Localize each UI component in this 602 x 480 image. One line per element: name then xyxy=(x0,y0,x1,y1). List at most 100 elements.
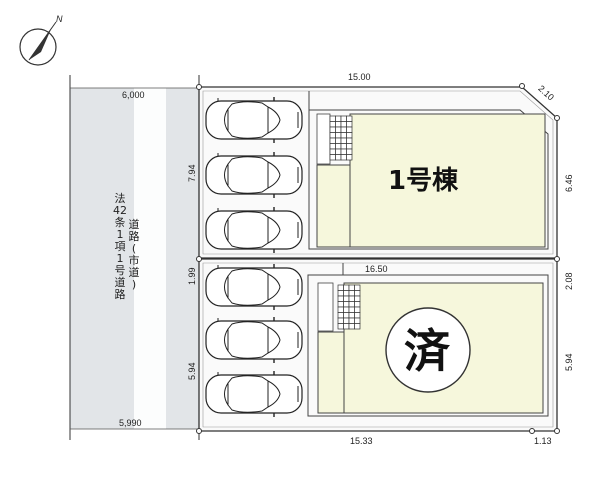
road-label-char: 路 xyxy=(129,230,140,243)
road-label-char: ) xyxy=(132,278,136,291)
car-windshield xyxy=(267,161,281,189)
stair-cell xyxy=(343,295,350,302)
north-arrow: N xyxy=(19,14,63,66)
stair-cell xyxy=(337,306,344,313)
lot-2-left-upper: 1.99 xyxy=(187,267,197,285)
road-label-char: 項 xyxy=(115,240,126,253)
car-roof xyxy=(227,211,269,249)
north-label: N xyxy=(56,14,63,24)
car-rear-window xyxy=(224,163,229,187)
car-rear-window xyxy=(224,328,229,352)
stair-cell xyxy=(346,132,353,139)
stair-cell xyxy=(354,301,361,308)
lot-2-corner-marker xyxy=(554,256,560,262)
stair-cell xyxy=(354,323,361,330)
stair-cell xyxy=(340,132,347,139)
stair-cell xyxy=(340,143,347,150)
road-width-top: 6,000 xyxy=(122,90,145,100)
north-arrow-shaft xyxy=(28,21,57,61)
car-rear-window xyxy=(224,275,229,299)
stair-cell xyxy=(346,143,353,150)
stair-cell xyxy=(346,115,353,122)
stair-cell xyxy=(335,137,342,144)
car-icon xyxy=(205,152,303,198)
stair-cell xyxy=(343,284,350,291)
lot-2-left-lower: 5.94 xyxy=(187,362,197,380)
lot-1-top-width: 15.00 xyxy=(348,72,371,82)
stair-cell xyxy=(340,115,347,122)
stair-cell xyxy=(354,295,361,302)
lot-1-porch xyxy=(316,113,331,165)
stair-cell xyxy=(335,126,342,133)
car-icon xyxy=(205,371,303,417)
stair-cell xyxy=(340,148,347,155)
stair-cell xyxy=(346,148,353,155)
stair-cell xyxy=(343,290,350,297)
lot-2-bottom-right: 1.13 xyxy=(534,436,552,446)
car-roof xyxy=(227,268,269,306)
lot-2-corner-marker xyxy=(196,256,202,262)
road-label-char: 1 xyxy=(117,228,124,241)
road-label-char: 市 xyxy=(129,253,140,267)
lot-1-inner-line xyxy=(202,90,554,255)
lot-2-corner-marker xyxy=(554,428,560,434)
lot-1-left-depth: 7.94 xyxy=(187,164,197,182)
lot-2-right-upper: 2.08 xyxy=(564,272,574,290)
road-label-char: 路 xyxy=(115,288,126,301)
stair-cell xyxy=(329,137,336,144)
stair-cell xyxy=(337,317,344,324)
road-label-char: ( xyxy=(132,242,136,255)
stair-cell xyxy=(329,148,336,155)
stair-cell xyxy=(354,317,361,324)
road-label-char: 道 xyxy=(129,265,140,279)
lot-2-right-lower: 5.94 xyxy=(564,353,574,371)
lot-1-name: 1号棟 xyxy=(388,166,459,196)
car-roof xyxy=(227,156,269,194)
road-label-char: 法 xyxy=(115,191,126,205)
stair-cell xyxy=(348,312,355,319)
stair-cell xyxy=(335,121,342,128)
stair-cell xyxy=(354,284,361,291)
stair-cell xyxy=(348,295,355,302)
stair-cell xyxy=(335,115,342,122)
stair-cell xyxy=(348,323,355,330)
stair-cell xyxy=(343,317,350,324)
road-label-char: 条 xyxy=(115,215,126,229)
lot-2-porch xyxy=(317,282,334,332)
stair-cell xyxy=(335,148,342,155)
stair-cell xyxy=(335,154,342,161)
car-rear-window xyxy=(224,382,229,406)
stair-cell xyxy=(343,312,350,319)
road-label-char: 号 xyxy=(115,264,126,277)
lot-1-corner-marker xyxy=(196,84,202,90)
lot-2-sold-mark: 済 xyxy=(404,324,451,378)
stair-cell xyxy=(346,121,353,128)
stair-cell xyxy=(343,306,350,313)
lot-2-sold-badge xyxy=(385,307,471,393)
stair-cell xyxy=(337,312,344,319)
parking-cars xyxy=(205,97,303,417)
lot-1-corner-marker xyxy=(519,83,525,89)
stair-cell xyxy=(329,154,336,161)
lot-1-corner-marker xyxy=(554,115,560,121)
stair-cell xyxy=(354,306,361,313)
stair-cell xyxy=(348,284,355,291)
car-windshield xyxy=(267,216,281,244)
stair-cell xyxy=(329,115,336,122)
stair-cell xyxy=(340,154,347,161)
stair-cell xyxy=(354,312,361,319)
lot-2-building xyxy=(307,263,549,417)
road-light-strip xyxy=(134,88,166,429)
stair-cell xyxy=(329,132,336,139)
stair-cell xyxy=(337,323,344,330)
stair-cell xyxy=(335,143,342,150)
stair-cell xyxy=(348,306,355,313)
stair-cell xyxy=(346,126,353,133)
stair-cell xyxy=(346,137,353,144)
road-label-char: 42 xyxy=(113,204,127,217)
car-roof xyxy=(227,321,269,359)
stair-cell xyxy=(348,290,355,297)
